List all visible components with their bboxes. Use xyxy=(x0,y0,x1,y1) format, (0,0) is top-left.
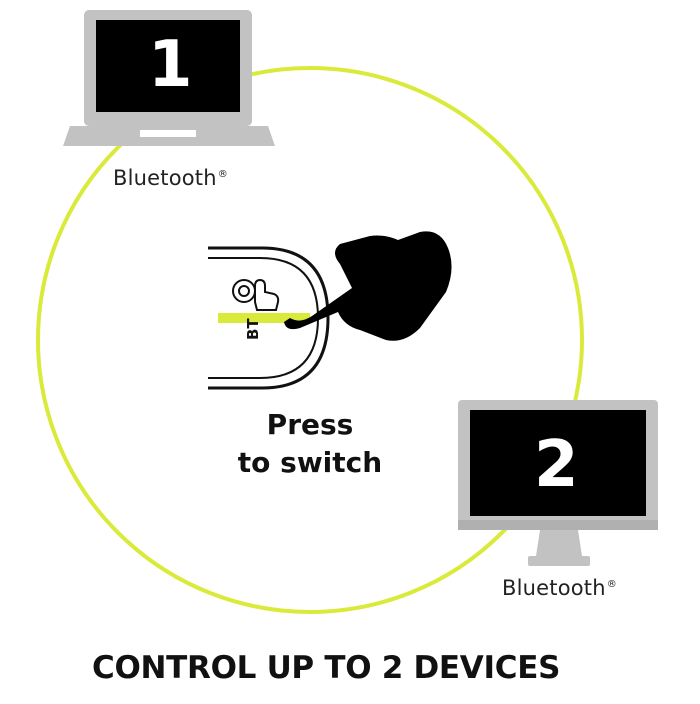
touch-press-icon xyxy=(232,278,280,311)
desktop-monitor-icon xyxy=(458,400,658,566)
press-instruction: Press to switch xyxy=(220,406,400,482)
registered-mark: ® xyxy=(217,169,228,180)
bt-switch-indicator xyxy=(218,313,310,323)
device-1-number: 1 xyxy=(148,28,193,102)
instruction-line-2: to switch xyxy=(237,446,383,479)
device-2-number: 2 xyxy=(534,428,579,502)
headline: CONTROL UP TO 2 DEVICES xyxy=(92,650,561,686)
bt-button-label: BT xyxy=(244,318,262,340)
device-2-bluetooth-text: Bluetooth xyxy=(502,576,606,600)
mouse-device xyxy=(208,246,330,390)
device-2-bluetooth-label: Bluetooth® xyxy=(502,576,617,600)
connection-circle xyxy=(36,66,584,614)
laptop-icon xyxy=(63,10,275,146)
device-1-bluetooth-label: Bluetooth® xyxy=(113,166,228,190)
registered-mark: ® xyxy=(606,579,617,590)
device-1-bluetooth-text: Bluetooth xyxy=(113,166,217,190)
pointing-hand-icon xyxy=(284,231,452,341)
instruction-line-1: Press xyxy=(266,408,354,441)
